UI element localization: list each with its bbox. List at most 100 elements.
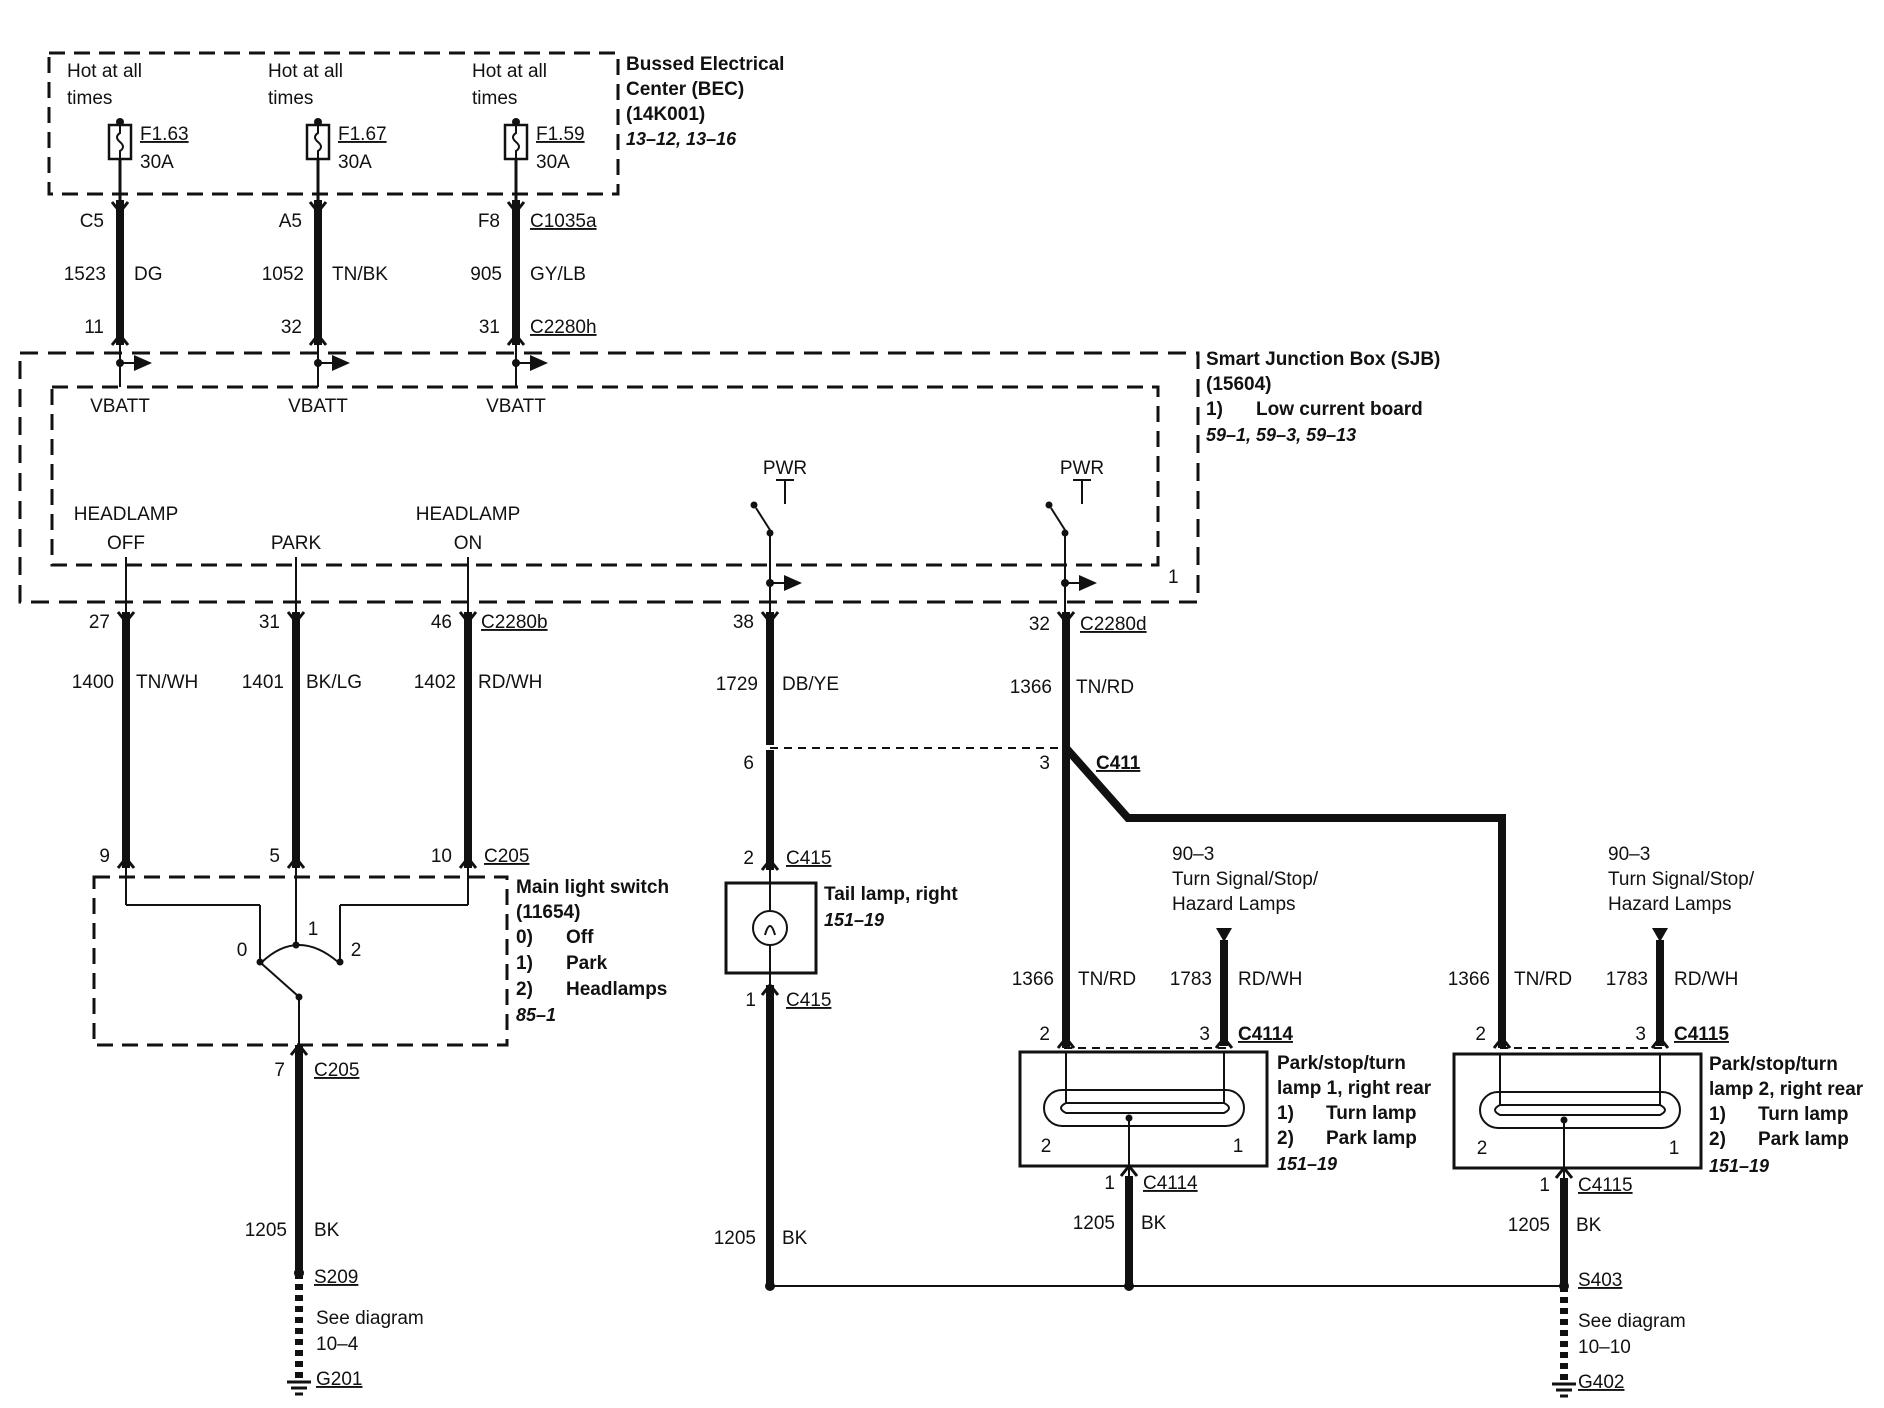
ground-g201: G201 [316, 1369, 362, 1390]
circuit-1052: 1052 [262, 264, 304, 285]
connector-c415-in: C415 [786, 848, 831, 869]
switch-wire-labels: 27 31 46 C2280b 1400 TN/WH 1401 BK/LG 14… [72, 612, 548, 867]
tail-lamp-ref: 151–19 [824, 910, 884, 930]
main-switch-ref: 85–1 [516, 1005, 556, 1025]
lamp2-ref: 151–19 [1709, 1156, 1769, 1176]
pin-11: 11 [84, 317, 104, 338]
hot-label-2: Hot at all [268, 61, 343, 82]
circuit-1366-l2: 1366 [1448, 969, 1490, 990]
sjb-title-text: Smart Junction Box (SJB) [1206, 349, 1440, 370]
turn-wire: 32 C2280d 1366 TN/RD 3 C411 [1010, 611, 1506, 1048]
fuse-rating: 30A [338, 152, 372, 173]
lamp2-fil-1: 1 [1669, 1138, 1680, 1159]
fuse-name: F1.63 [140, 124, 189, 145]
pin-27: 27 [89, 612, 110, 633]
hot-label-3b: times [472, 88, 517, 109]
color-bk-tail: BK [782, 1228, 808, 1249]
pin-10: 10 [431, 846, 452, 867]
bec-title-1: Bussed Electrical [626, 54, 784, 75]
park-stop-turn-lamp-1: 2 1 [1018, 1035, 1269, 1176]
switch-pos-1: 1 [308, 919, 319, 940]
lamp1-title-2: lamp 1, right rear [1277, 1078, 1432, 1099]
lamp2-item-num-0: 1) [1709, 1104, 1726, 1125]
lamp1-fil-2: 2 [1041, 1136, 1052, 1157]
circuit-1205-l2: 1205 [1508, 1215, 1550, 1236]
pin-3-c411: 3 [1039, 753, 1050, 774]
pin-5: 5 [269, 846, 280, 867]
lamp1-item-num-1: 2) [1277, 1128, 1294, 1149]
circuit-905: 905 [470, 264, 502, 285]
park-label: PARK [271, 533, 322, 554]
lamp1-item-1: Park lamp [1326, 1128, 1417, 1149]
hot-label-3: Hot at all [472, 61, 547, 82]
color-bk-l1: BK [1141, 1213, 1167, 1234]
sjb-switch-labels: HEADLAMP OFF PARK HEADLAMP ON [74, 504, 521, 554]
pin-3-l2: 3 [1635, 1024, 1646, 1045]
tail-lamp-title: Tail lamp, right [824, 884, 958, 905]
bec-title-2: Center (BEC) [626, 79, 744, 100]
circuit-1366-l1: 1366 [1012, 969, 1054, 990]
connector-c2280b: C2280b [481, 612, 548, 633]
fuse-f159: F1.59 30A [503, 118, 585, 200]
connector-c4115-out: C4115 [1578, 1175, 1633, 1196]
hot-label-2b: times [268, 88, 313, 109]
lamp1-title: Park/stop/turn lamp 1, right rear 1) Tur… [1277, 1053, 1432, 1174]
bec-box [47, 51, 620, 196]
fuse-rating: 30A [536, 152, 570, 173]
pin-2-l2: 2 [1475, 1024, 1486, 1045]
lamp1-title-1: Park/stop/turn [1277, 1053, 1406, 1074]
switch-pos-0: 0 [237, 940, 248, 961]
circuit-1783-l1: 1783 [1170, 969, 1212, 990]
color-dg: DG [134, 264, 163, 285]
circuit-1205-tail: 1205 [714, 1228, 756, 1249]
sjb-refs: 59–1, 59–3, 59–13 [1206, 425, 1356, 445]
headlamp-label-1: HEADLAMP [74, 504, 179, 525]
lamp2-title-2: lamp 2, right rear [1709, 1079, 1864, 1100]
color-bk-left: BK [314, 1220, 340, 1241]
main-switch-item-num-1: 1) [516, 953, 533, 974]
tail-lamp: Tail lamp, right 151–19 [724, 870, 958, 985]
color-tnwh: TN/WH [136, 672, 198, 693]
connector-c4114-out: C4114 [1143, 1173, 1198, 1194]
turn-ref-2-page: 90–3 [1608, 844, 1650, 865]
turn-ref-1-page: 90–3 [1172, 844, 1214, 865]
lamp2-ground: 1 C4115 1205 BK S403 See diagram 10–10 G… [1508, 1165, 1686, 1398]
bec-part: (14K001) [626, 104, 705, 125]
circuit-1401: 1401 [242, 672, 284, 693]
vbatt-2: VBATT [288, 396, 348, 417]
pin-32: 32 [281, 317, 302, 338]
pin-1-tail: 1 [745, 990, 756, 1011]
main-switch-item-num-2: 2) [516, 979, 533, 1000]
switch-wires [116, 611, 478, 869]
turn-ref-1-line1: Turn Signal/Stop/ [1172, 869, 1319, 890]
main-switch-item-2: Headlamps [566, 979, 667, 1000]
circuit-1729: 1729 [716, 674, 758, 695]
lamp2-wire-labels: 1366 TN/RD 1783 RD/WH 2 3 C4115 [1448, 969, 1739, 1045]
turn-ref-2-line1: Turn Signal/Stop/ [1608, 869, 1755, 890]
circuit-1783-l2: 1783 [1606, 969, 1648, 990]
sjb-outer-box [18, 351, 1200, 604]
pin-7: 7 [274, 1060, 285, 1081]
pwr-label-1: PWR [763, 458, 807, 479]
pin-38: 38 [733, 612, 754, 633]
main-switch-item-1: Park [566, 953, 608, 974]
color-bk-l2: BK [1576, 1215, 1602, 1236]
main-switch-part: (11654) [516, 902, 580, 923]
tail-wire: 38 1729 DB/YE 6 2 C415 [716, 611, 839, 871]
lamp1-wire-labels: 1366 TN/RD 1783 RD/WH 2 3 C4114 [1012, 969, 1303, 1045]
pin-32-d: 32 [1029, 614, 1050, 635]
sjb-output-lines [125, 557, 469, 612]
main-switch-item-0: Off [566, 927, 594, 948]
pin-46: 46 [431, 612, 452, 633]
circuit-1400: 1400 [72, 672, 114, 693]
pin-2-tail: 2 [743, 848, 754, 869]
see-diagram-right: See diagram [1578, 1311, 1686, 1332]
pin-f8: F8 [478, 211, 500, 232]
vbatt-1: VBATT [90, 396, 150, 417]
lamp1-item-0: Turn lamp [1326, 1103, 1416, 1124]
color-tnrd-main: TN/RD [1076, 677, 1134, 698]
lamp2-item-num-1: 2) [1709, 1129, 1726, 1150]
fuse-rating: 30A [140, 152, 174, 173]
circuit-1402: 1402 [414, 672, 456, 693]
